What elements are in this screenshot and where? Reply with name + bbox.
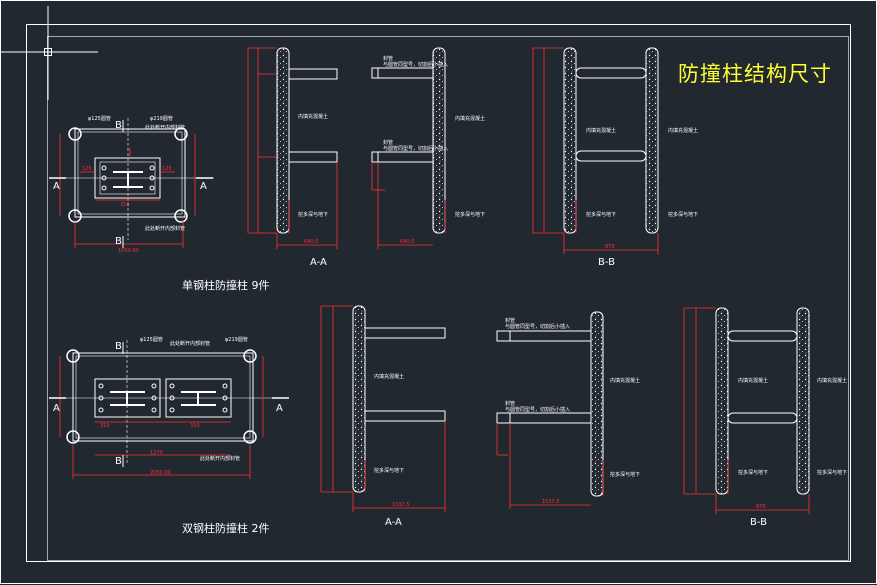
svg-text:φ219圆管: φ219圆管 <box>150 115 173 122</box>
dim-w1: 1050.00 <box>118 248 139 254</box>
svg-text:φ219圆管: φ219圆管 <box>225 336 248 343</box>
svg-text:B: B <box>115 236 122 247</box>
caption-single: 单钢柱防撞柱 9件 <box>182 279 270 292</box>
svg-text:B: B <box>115 456 122 467</box>
svg-text:与圆管同型号，切割后小插入: 与圆管同型号，切割后小插入 <box>383 61 448 68</box>
section-label-aa-2: A-A <box>385 517 402 528</box>
svg-text:挖多深与地下: 挖多深与地下 <box>668 211 698 218</box>
svg-text:640.5: 640.5 <box>304 239 318 245</box>
single-plan-view: 1050.00 310 125 125 φ125圆管 φ219圆管 此处断开内部… <box>49 115 214 254</box>
svg-text:此处断开内部封管: 此处断开内部封管 <box>200 455 240 462</box>
svg-text:125: 125 <box>82 166 92 172</box>
svg-text:A: A <box>53 403 60 414</box>
elevation-single-aa-cap: 640.5 封管 与圆管同型号，切割后小插入 封管 与圆管同型号，切割后小插入 … <box>371 47 485 249</box>
svg-text:φ125圆管: φ125圆管 <box>140 336 163 343</box>
svg-text:1270: 1270 <box>150 450 163 456</box>
svg-text:挖多深与地下: 挖多深与地下 <box>455 211 485 218</box>
svg-text:与圆管同型号，切割后小插入: 与圆管同型号，切割后小插入 <box>383 145 448 152</box>
section-label-bb-2: B-B <box>750 517 767 528</box>
double-plan-view: 2050.00 310 310 1270 φ125圆管 φ219圆管 此处断开内… <box>49 336 289 479</box>
svg-text:B: B <box>115 120 122 131</box>
svg-text:挖多深与地下: 挖多深与地下 <box>738 469 768 476</box>
svg-text:与圆管同型号，切割后小插入: 与圆管同型号，切割后小插入 <box>505 406 570 413</box>
svg-text:内填充混凝土: 内填充混凝土 <box>374 373 404 380</box>
svg-text:内填充混凝土: 内填充混凝土 <box>817 377 847 384</box>
svg-text:内填充混凝土: 内填充混凝土 <box>298 113 328 120</box>
svg-text:封管: 封管 <box>383 139 393 146</box>
elevation-double-aa: 1537.5 内填充混凝土 挖多深与地下 <box>320 305 446 512</box>
svg-text:870: 870 <box>756 504 766 510</box>
elevation-single-aa: 640.5 内填充混凝土 挖多深与地下 <box>247 47 338 249</box>
svg-text:挖多深与地下: 挖多深与地下 <box>817 469 847 476</box>
svg-text:挖多深与地下: 挖多深与地下 <box>374 467 404 474</box>
svg-text:与圆管同型号，切割后小插入: 与圆管同型号，切割后小插入 <box>505 323 570 330</box>
svg-text:1537.5: 1537.5 <box>542 499 560 505</box>
inner-frame <box>47 36 849 561</box>
dim-w2: 2050.00 <box>150 470 171 476</box>
svg-text:A: A <box>200 181 207 192</box>
svg-text:封管: 封管 <box>383 55 393 62</box>
border-frame <box>26 24 851 562</box>
svg-text:挖多深与地下: 挖多深与地下 <box>586 211 616 218</box>
svg-text:封管: 封管 <box>505 317 515 324</box>
svg-text:此处断开内部封管: 此处断开内部封管 <box>145 124 185 131</box>
svg-text:310: 310 <box>190 423 200 429</box>
section-label-bb-1: B-B <box>598 257 615 268</box>
svg-text:挖多深与地下: 挖多深与地下 <box>610 471 640 478</box>
svg-text:870: 870 <box>605 244 615 250</box>
drawing-title: 防撞柱结构尺寸 <box>678 62 832 86</box>
svg-text:125: 125 <box>162 166 172 172</box>
svg-text:封管: 封管 <box>505 400 515 407</box>
elevation-single-bb: 870 内填充混凝土 内填充混凝土 挖多深与地下 挖多深与地下 <box>532 47 698 254</box>
svg-text:640.5: 640.5 <box>400 239 414 245</box>
elevation-double-aa-cap: 1537.5 封管 与圆管同型号，切割后小插入 封管 与圆管同型号，切割后小插入… <box>496 311 640 509</box>
svg-text:A: A <box>276 403 283 414</box>
svg-text:φ125圆管: φ125圆管 <box>88 115 111 122</box>
svg-text:此处断开内部封管: 此处断开内部封管 <box>145 225 185 232</box>
svg-text:内填充混凝土: 内填充混凝土 <box>738 377 768 384</box>
svg-text:A: A <box>53 181 60 192</box>
section-label-aa-1: A-A <box>310 257 327 268</box>
ucs-crosshair-icon <box>0 6 98 100</box>
svg-text:B: B <box>115 341 122 352</box>
elevation-double-bb: 870 内填充混凝土 内填充混凝土 挖多深与地下 挖多深与地下 <box>683 307 847 514</box>
svg-text:挖多深与地下: 挖多深与地下 <box>298 211 328 218</box>
svg-text:310: 310 <box>120 202 130 208</box>
caption-double: 双钢柱防撞柱 2件 <box>182 522 270 535</box>
svg-text:1537.5: 1537.5 <box>392 502 410 508</box>
svg-text:此处断开内部封管: 此处断开内部封管 <box>170 340 210 347</box>
svg-text:内填充混凝土: 内填充混凝土 <box>455 115 485 122</box>
svg-text:内填充混凝土: 内填充混凝土 <box>610 377 640 384</box>
svg-text:310: 310 <box>100 423 110 429</box>
svg-text:内填充混凝土: 内填充混凝土 <box>668 127 698 134</box>
svg-text:内填充混凝土: 内填充混凝土 <box>586 127 616 134</box>
